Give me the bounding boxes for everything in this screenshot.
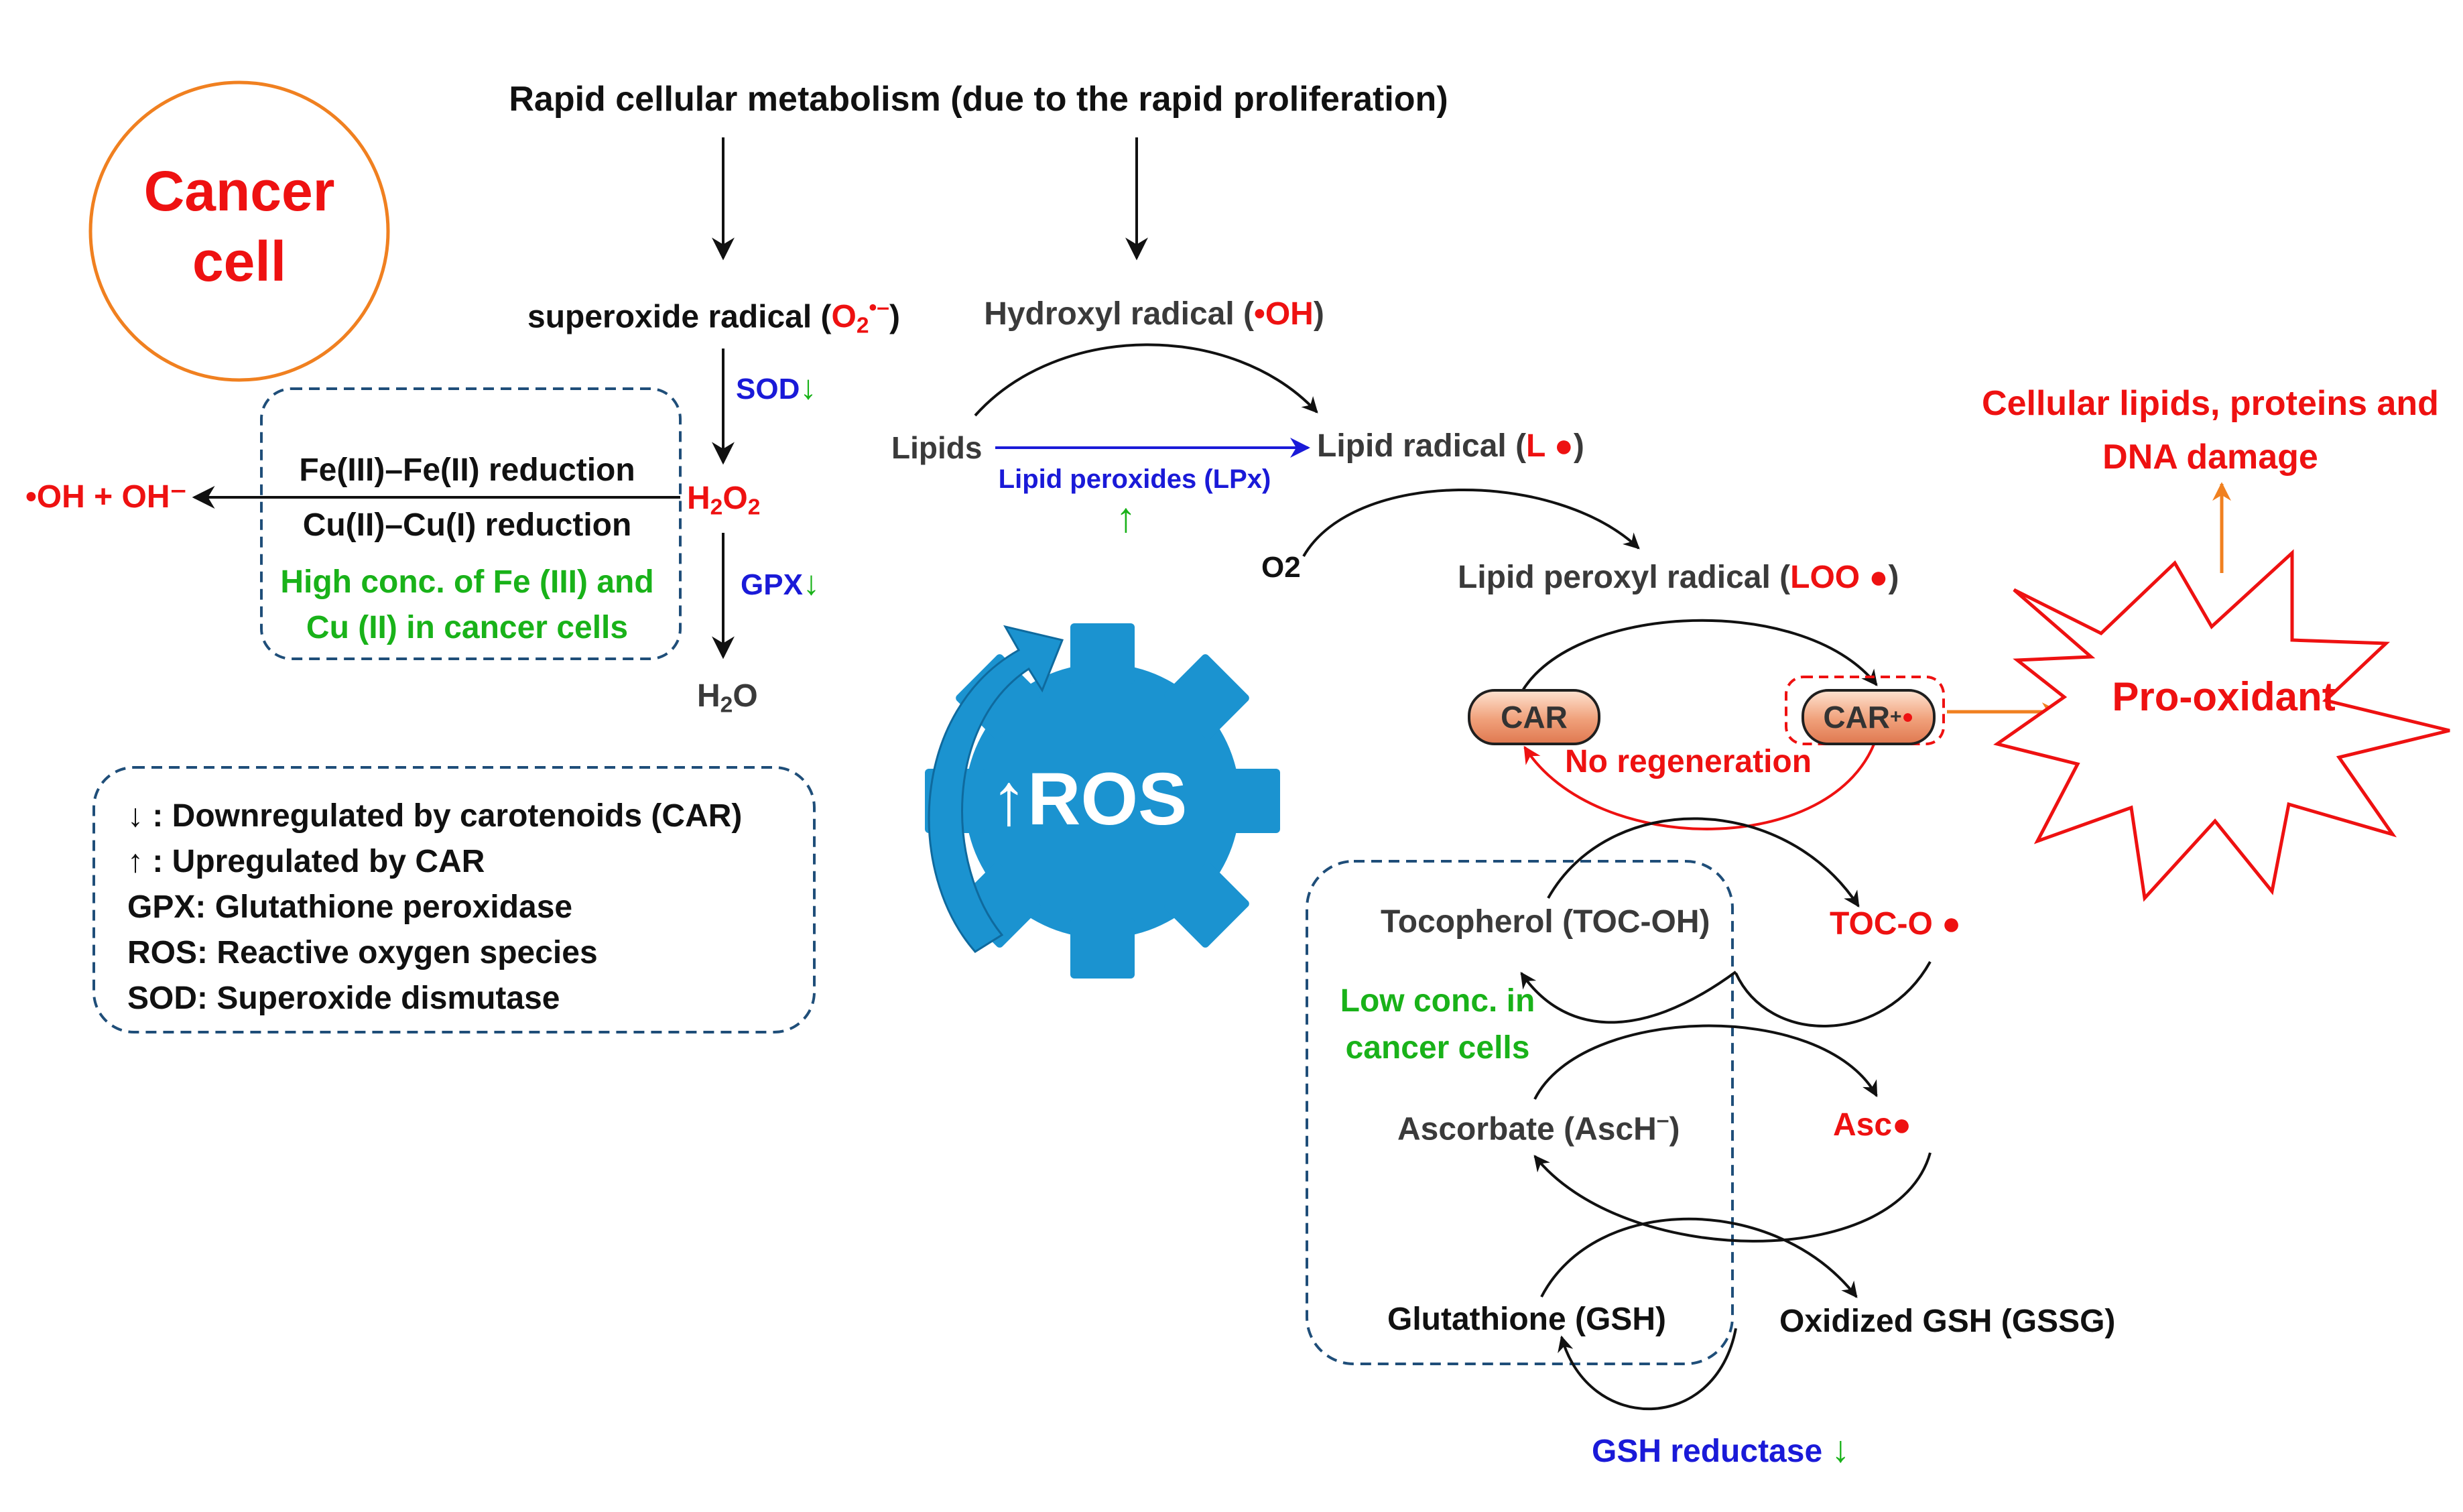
arc-asc-up	[1533, 1024, 1878, 1100]
fe-reduction-label: Fe(III)–Fe(II) reduction	[299, 452, 635, 488]
legend-item-sod: SOD: Superoxide dismutase	[127, 981, 560, 1016]
car-radical-dot-icon: ●	[1901, 706, 1914, 728]
lipid-peroxyl-dot-icon: ●	[1869, 560, 1889, 595]
ros-up-arrow: ↑	[991, 758, 1027, 840]
gsh-reductase-down-arrow: ↓	[1831, 1428, 1850, 1470]
arc-peroxyl-car	[1515, 619, 1878, 704]
pro-oxidant-burst	[1993, 549, 2450, 902]
metal-note-line1: High conc. of Fe (III) and	[280, 564, 654, 600]
low-conc-line1: Low conc. in	[1340, 983, 1535, 1019]
gpx-label: GPX↓	[741, 564, 820, 602]
legend-item-downregulated: ↓ : Downregulated by carotenoids (CAR)	[127, 798, 743, 834]
glutathione-label: Glutathione (GSH)	[1387, 1302, 1666, 1337]
arc-gsh-to-gssg	[1540, 1217, 1858, 1298]
sod-label: SOD↓	[736, 368, 817, 406]
arc-asc-return	[1533, 1152, 1932, 1243]
arc-gssg-to-gsh	[1558, 1328, 1737, 1411]
superoxide-label: superoxide radical (O2•–)	[527, 296, 900, 338]
car-pill: CAR	[1468, 689, 1600, 745]
cancer-cell-circle	[88, 80, 390, 382]
metal-reduction-box	[260, 387, 682, 660]
low-conc-line2: cancer cells	[1345, 1030, 1530, 1066]
cancer-cell-label-line2: cell	[192, 230, 287, 293]
hydroxyl-label: Hydroxyl radical (•OH)	[984, 296, 1324, 332]
no-regeneration-label: No regeneration	[1565, 744, 1812, 779]
car-radical-pill: CAR+●	[1802, 689, 1936, 745]
toc-radical-label: TOC-O ●	[1830, 906, 1962, 942]
title: Rapid cellular metabolism (due to the ra…	[509, 80, 1448, 119]
damage-line1: Cellular lipids, proteins and	[1982, 384, 2439, 423]
damage-line2: DNA damage	[2102, 438, 2318, 477]
gsh-reductase-label: GSH reductase ↓	[1592, 1428, 1850, 1470]
metal-note-line2: Cu (II) in cancer cells	[306, 610, 629, 645]
arc-toc-radical-return	[1734, 961, 1932, 1027]
sod-down-arrow: ↓	[800, 368, 817, 406]
arc-hydroxyl-lipids	[974, 343, 1318, 417]
lipids-label: Lipids	[891, 430, 983, 465]
arc-o2-peroxyl	[1302, 488, 1640, 558]
h2o2-label: H2O2	[687, 481, 761, 520]
lipid-radical-label: Lipid radical (L ●)	[1317, 428, 1584, 464]
legend-box	[92, 766, 816, 1033]
ros-label: ↑ROS	[991, 758, 1188, 840]
cancer-cell-label-line1: Cancer	[143, 160, 335, 223]
lipid-radical-dot-icon: ●	[1554, 428, 1574, 464]
arc-no-regeneration	[1523, 737, 1878, 830]
lipid-peroxides-up-arrow: ↑	[1115, 495, 1137, 541]
hydroxyl-products-label: •OH + OH⁻	[25, 479, 187, 515]
toc-radical-dot-icon: ●	[1942, 906, 1962, 942]
low-conc-box	[1306, 860, 1734, 1365]
lipid-peroxides-label: Lipid peroxides (LPx)	[998, 464, 1271, 494]
tocopherol-label: Tocopherol (TOC-OH)	[1381, 904, 1710, 940]
legend-item-ros: ROS: Reactive oxygen species	[127, 935, 598, 970]
arc-car-to-toc	[1547, 817, 1860, 908]
ros-cycle-arrow	[928, 625, 1064, 953]
asc-radical-label: Asc●	[1833, 1107, 1912, 1143]
asc-radical-dot-icon: ●	[1892, 1107, 1912, 1143]
cu-reduction-label: Cu(II)–Cu(I) reduction	[302, 507, 632, 543]
ascorbate-label: Ascorbate (AscH–)	[1397, 1108, 1680, 1147]
legend-item-gpx: GPX: Glutathione peroxidase	[127, 889, 573, 925]
h2o-label: H2O	[697, 678, 758, 718]
legend-item-upregulated: ↑ : Upregulated by CAR	[127, 844, 485, 879]
lipid-peroxyl-label: Lipid peroxyl radical (LOO ●)	[1458, 560, 1899, 595]
arc-toc-regenerate	[1520, 970, 1737, 1024]
o2-label: O2	[1261, 551, 1301, 584]
pro-oxidant-label: Pro-oxidant	[2112, 674, 2336, 719]
gssg-label: Oxidized GSH (GSSG)	[1779, 1304, 2116, 1339]
gpx-down-arrow: ↓	[802, 564, 820, 602]
